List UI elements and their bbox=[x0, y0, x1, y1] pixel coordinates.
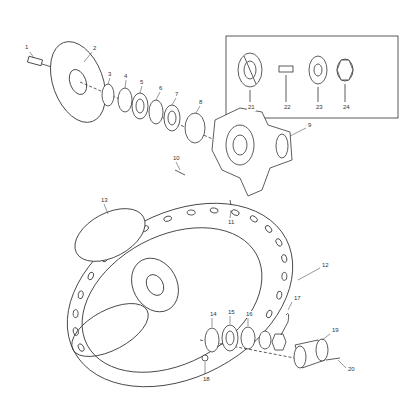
callout-number: 3 bbox=[107, 71, 112, 78]
tread-lug bbox=[265, 309, 273, 318]
tread-lug bbox=[264, 224, 273, 233]
inset-frame bbox=[226, 36, 398, 118]
steering-knuckle bbox=[175, 108, 292, 210]
callout-number: 21 bbox=[247, 104, 256, 111]
callout-number: 10 bbox=[172, 155, 181, 162]
callout-number: 8 bbox=[198, 99, 203, 106]
callout-number: 6 bbox=[158, 85, 163, 92]
callout-number: 2 bbox=[92, 45, 97, 52]
callout-number: 20 bbox=[347, 366, 356, 373]
callout-number: 13 bbox=[100, 197, 109, 204]
inset-parts bbox=[238, 53, 353, 102]
callout-number: 9 bbox=[307, 122, 312, 129]
callout-number: 4 bbox=[123, 73, 128, 80]
callout-number: 19 bbox=[331, 327, 340, 334]
tread-lug bbox=[231, 209, 240, 217]
tire bbox=[36, 166, 325, 400]
callout-number: 23 bbox=[315, 104, 324, 111]
callout-number: 24 bbox=[342, 104, 351, 111]
tread-lug bbox=[187, 210, 195, 215]
wheel-rim bbox=[64, 198, 208, 368]
leader-lines bbox=[30, 52, 346, 374]
callout-number: 16 bbox=[245, 311, 254, 318]
callout-number: 15 bbox=[227, 309, 236, 316]
tread-lug bbox=[282, 272, 287, 280]
upper-bearings bbox=[80, 82, 215, 143]
tread-lug bbox=[87, 271, 95, 280]
tread-lug bbox=[276, 291, 282, 300]
callout-number: 11 bbox=[227, 219, 235, 226]
tread-lug bbox=[275, 238, 283, 247]
callout-number: 22 bbox=[283, 104, 292, 111]
tread-lug bbox=[210, 207, 219, 213]
callout-number: 1 bbox=[24, 44, 29, 51]
tread-lug bbox=[281, 254, 288, 263]
tread-lug bbox=[72, 327, 79, 336]
tread-lug bbox=[163, 215, 172, 222]
lower-hub bbox=[200, 314, 340, 368]
tread-lug bbox=[77, 343, 85, 352]
callout-number: 18 bbox=[202, 376, 211, 383]
callout-number: 5 bbox=[139, 79, 144, 86]
callout-number: 12 bbox=[321, 262, 330, 269]
callout-number: 17 bbox=[293, 295, 302, 302]
callout-number: 7 bbox=[174, 91, 179, 98]
tread-lug bbox=[249, 215, 258, 224]
callout-number: 14 bbox=[209, 311, 218, 318]
brake-disc bbox=[27, 34, 115, 130]
tread-lug bbox=[78, 290, 84, 299]
tread-lug bbox=[73, 310, 78, 318]
